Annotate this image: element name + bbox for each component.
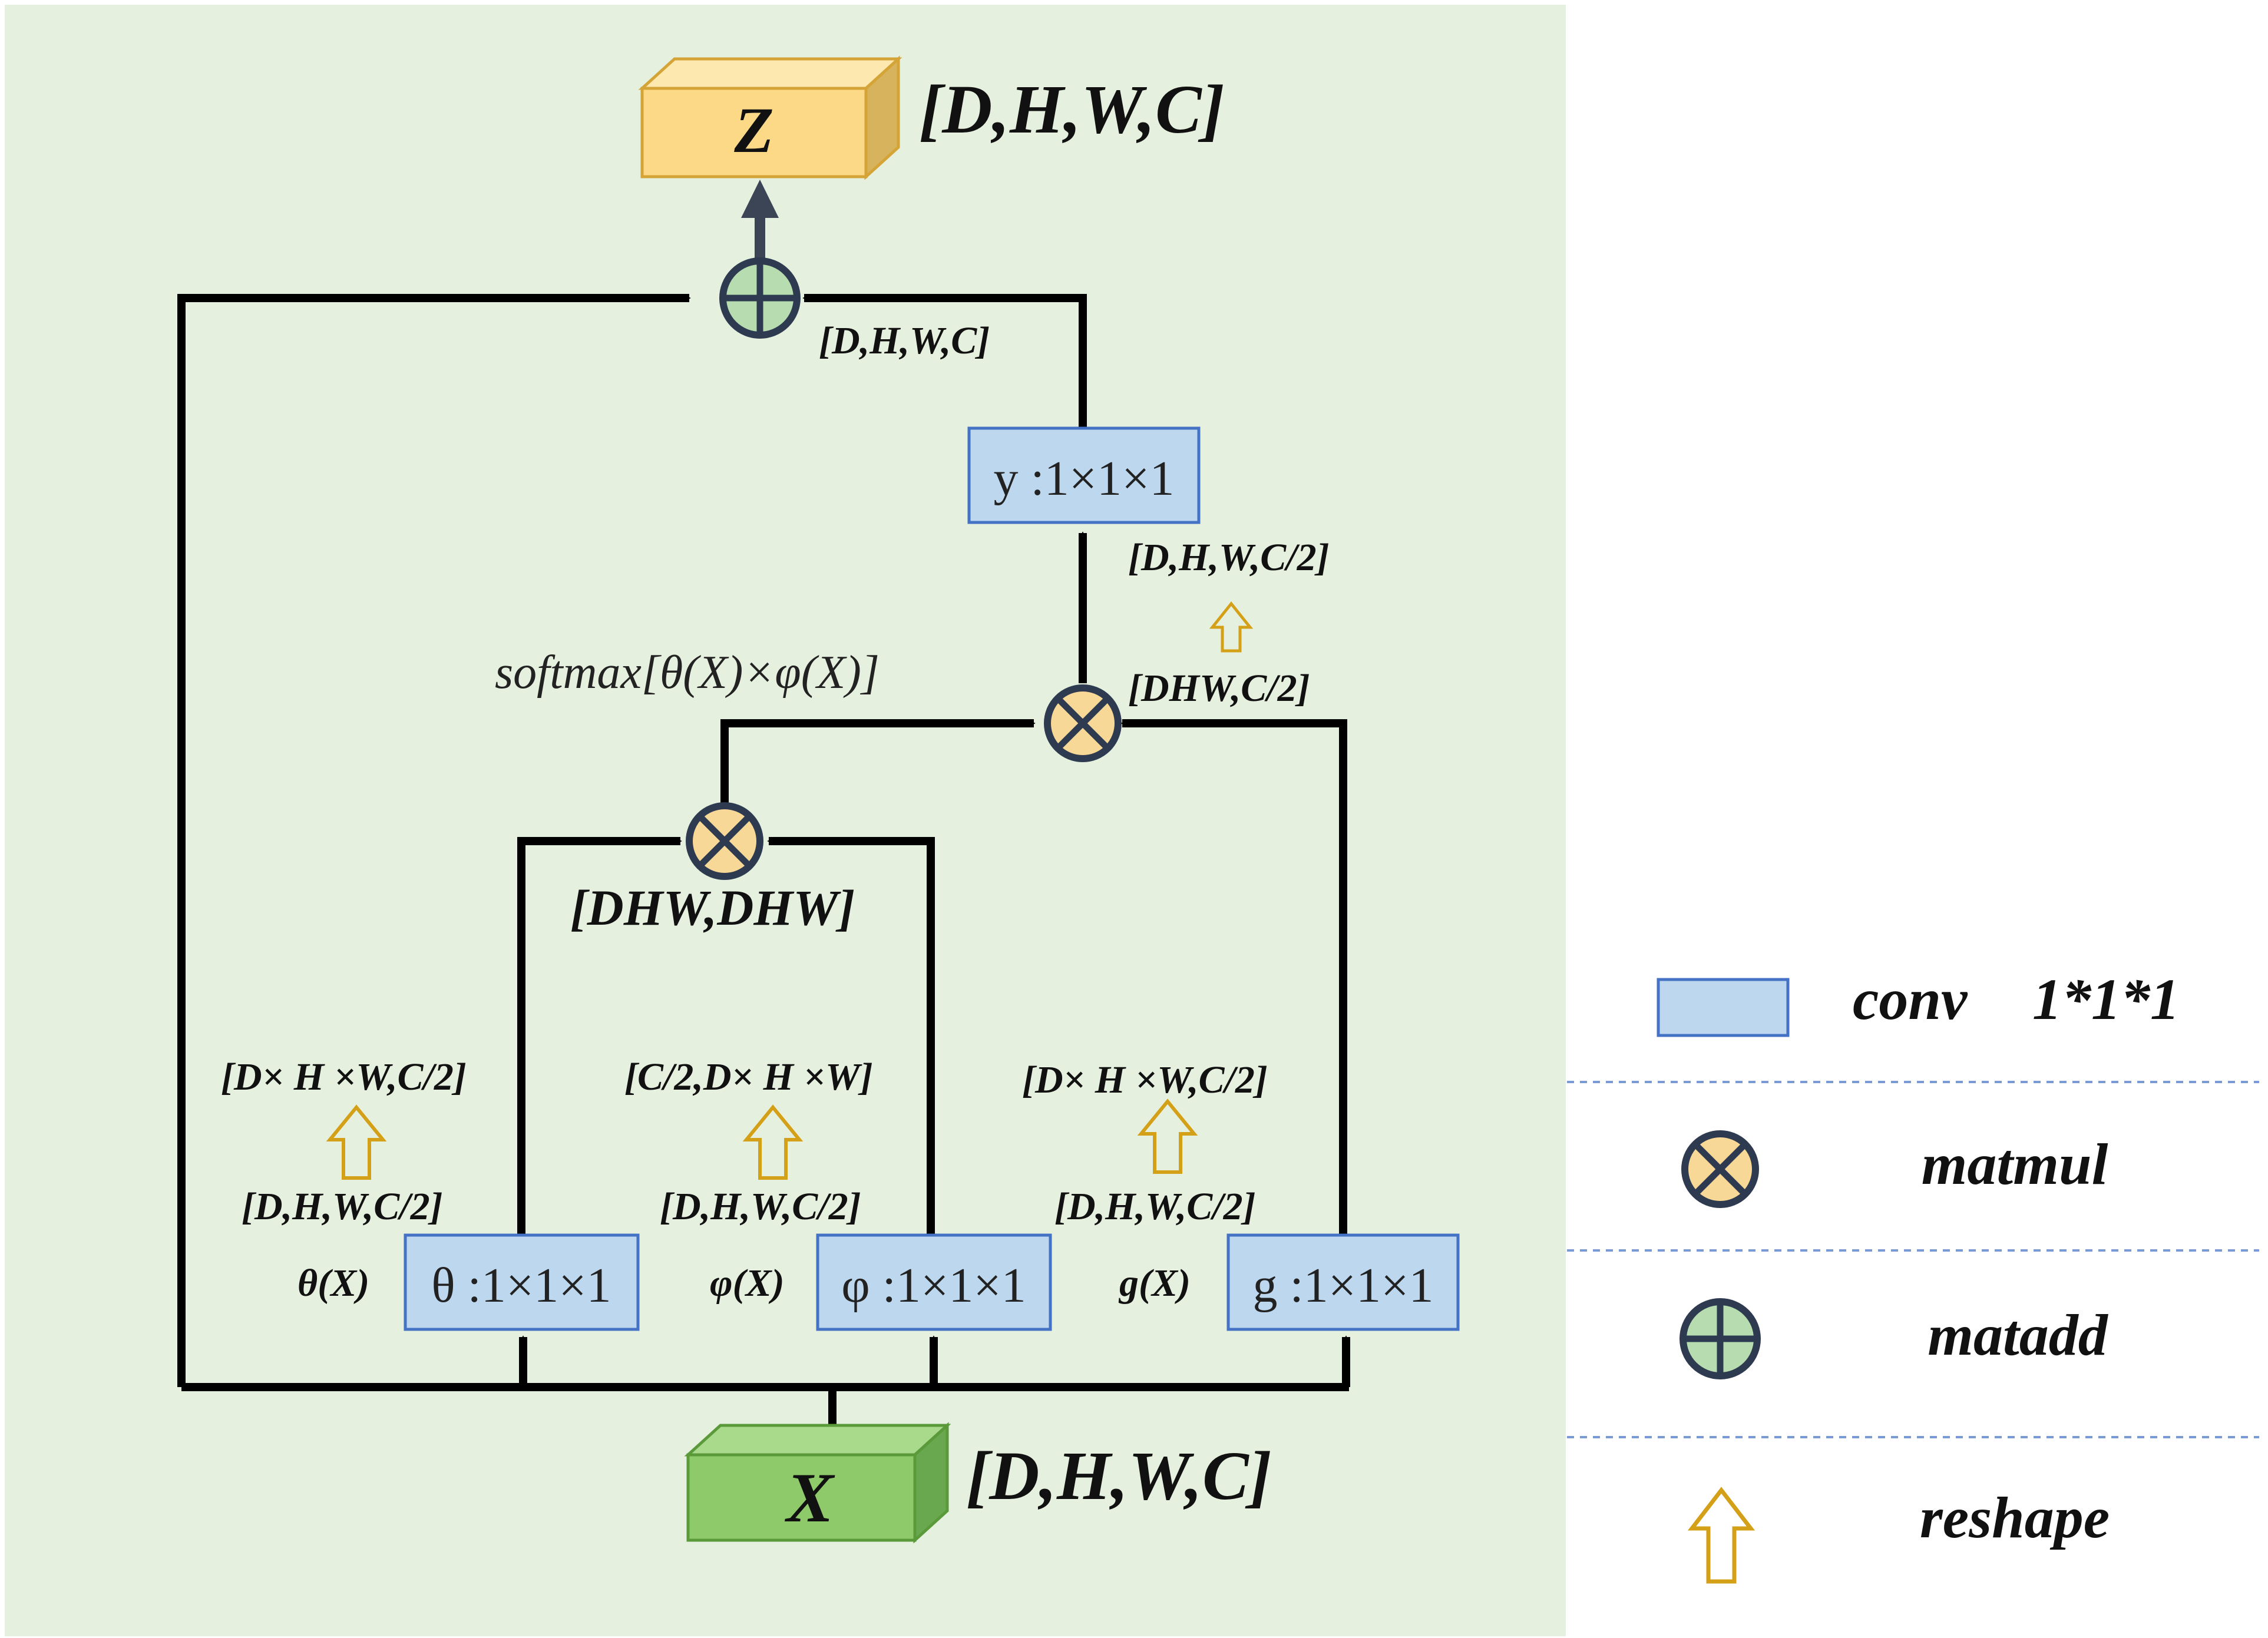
legend: conv 1*1*1 matmul matadd reshape — [1567, 967, 2259, 1584]
g-func-label: g(X) — [1118, 1262, 1191, 1305]
legend-panel — [1566, 0, 2268, 1638]
matmul-icon — [1681, 1130, 1759, 1208]
conv-phi: φ :1×1×1 — [816, 1233, 1052, 1331]
phi-shape-after: [C/2,D× H ×W] — [624, 1055, 873, 1098]
phi-func-label: φ(X) — [710, 1262, 785, 1305]
conv-g: g :1×1×1 — [1226, 1233, 1460, 1331]
diagram-panel — [5, 5, 1566, 1636]
input-shape: [D,H,W,C] — [966, 1437, 1272, 1514]
theta-shape-before: [D,H,W,C/2] — [242, 1185, 443, 1228]
matmul-icon — [686, 802, 763, 880]
phi-to-matmul — [767, 837, 935, 1235]
connectors — [177, 294, 1350, 1449]
reshape-arrow-icon — [742, 1104, 804, 1180]
legend-conv-swatch — [1657, 978, 1790, 1037]
conv-phi-label: φ :1×1×1 — [841, 1258, 1026, 1313]
output-label: Z — [733, 94, 773, 166]
residual-path — [177, 294, 691, 1387]
matadd-icon — [719, 257, 801, 339]
conv-theta-label: θ :1×1×1 — [431, 1258, 611, 1313]
reshape-arrow-icon — [1137, 1098, 1198, 1174]
output-block: Z — [638, 55, 902, 180]
legend-matmul-label: matmul — [1922, 1131, 2108, 1197]
g-to-matmul2 — [1120, 719, 1347, 1235]
g-shape-before: [D,H,W,C/2] — [1054, 1185, 1256, 1228]
theta-to-matmul — [517, 837, 682, 1235]
reshape-arrow-icon — [326, 1104, 387, 1180]
legend-conv-label: conv — [1853, 967, 1968, 1032]
conv-y-label: y :1×1×1 — [993, 451, 1174, 506]
matmul2-shape-label: [DHW,C/2] — [1128, 667, 1310, 710]
conv-theta: θ :1×1×1 — [404, 1233, 640, 1331]
input-label: X — [784, 1458, 835, 1537]
conv-y: y :1×1×1 — [967, 426, 1201, 524]
y-to-add — [802, 294, 1087, 428]
add-input-shape-label: [D,H,W,C] — [819, 319, 990, 362]
legend-conv-size: 1*1*1 — [2032, 967, 2180, 1032]
matmul-icon — [1044, 684, 1122, 762]
legend-reshape-label: reshape — [1920, 1485, 2110, 1550]
output-shape: [D,H,W,C] — [919, 71, 1225, 148]
g-shape-after: [D× H ×W,C/2] — [1022, 1058, 1268, 1101]
conv-g-label: g :1×1×1 — [1252, 1258, 1433, 1313]
legend-matadd-label: matadd — [1928, 1302, 2109, 1368]
add-to-output-arrow — [741, 180, 779, 261]
phi-shape-before: [D,H,W,C/2] — [660, 1185, 861, 1228]
theta-func-label: θ(X) — [297, 1262, 369, 1305]
y-input-shape-label: [D,H,W,C/2] — [1128, 536, 1330, 579]
attention-shape-label: [DHW,DHW] — [570, 879, 855, 936]
reshape-arrow-icon — [1209, 601, 1254, 653]
matadd-icon — [1679, 1298, 1761, 1379]
softmax-label: softmax[θ(X)×φ(X)] — [495, 647, 880, 699]
theta-shape-after: [D× H ×W,C/2] — [221, 1055, 467, 1098]
reshape-arrow-icon — [1687, 1487, 1755, 1584]
input-block: X — [684, 1422, 951, 1544]
attn-to-matmul2 — [720, 719, 1036, 803]
